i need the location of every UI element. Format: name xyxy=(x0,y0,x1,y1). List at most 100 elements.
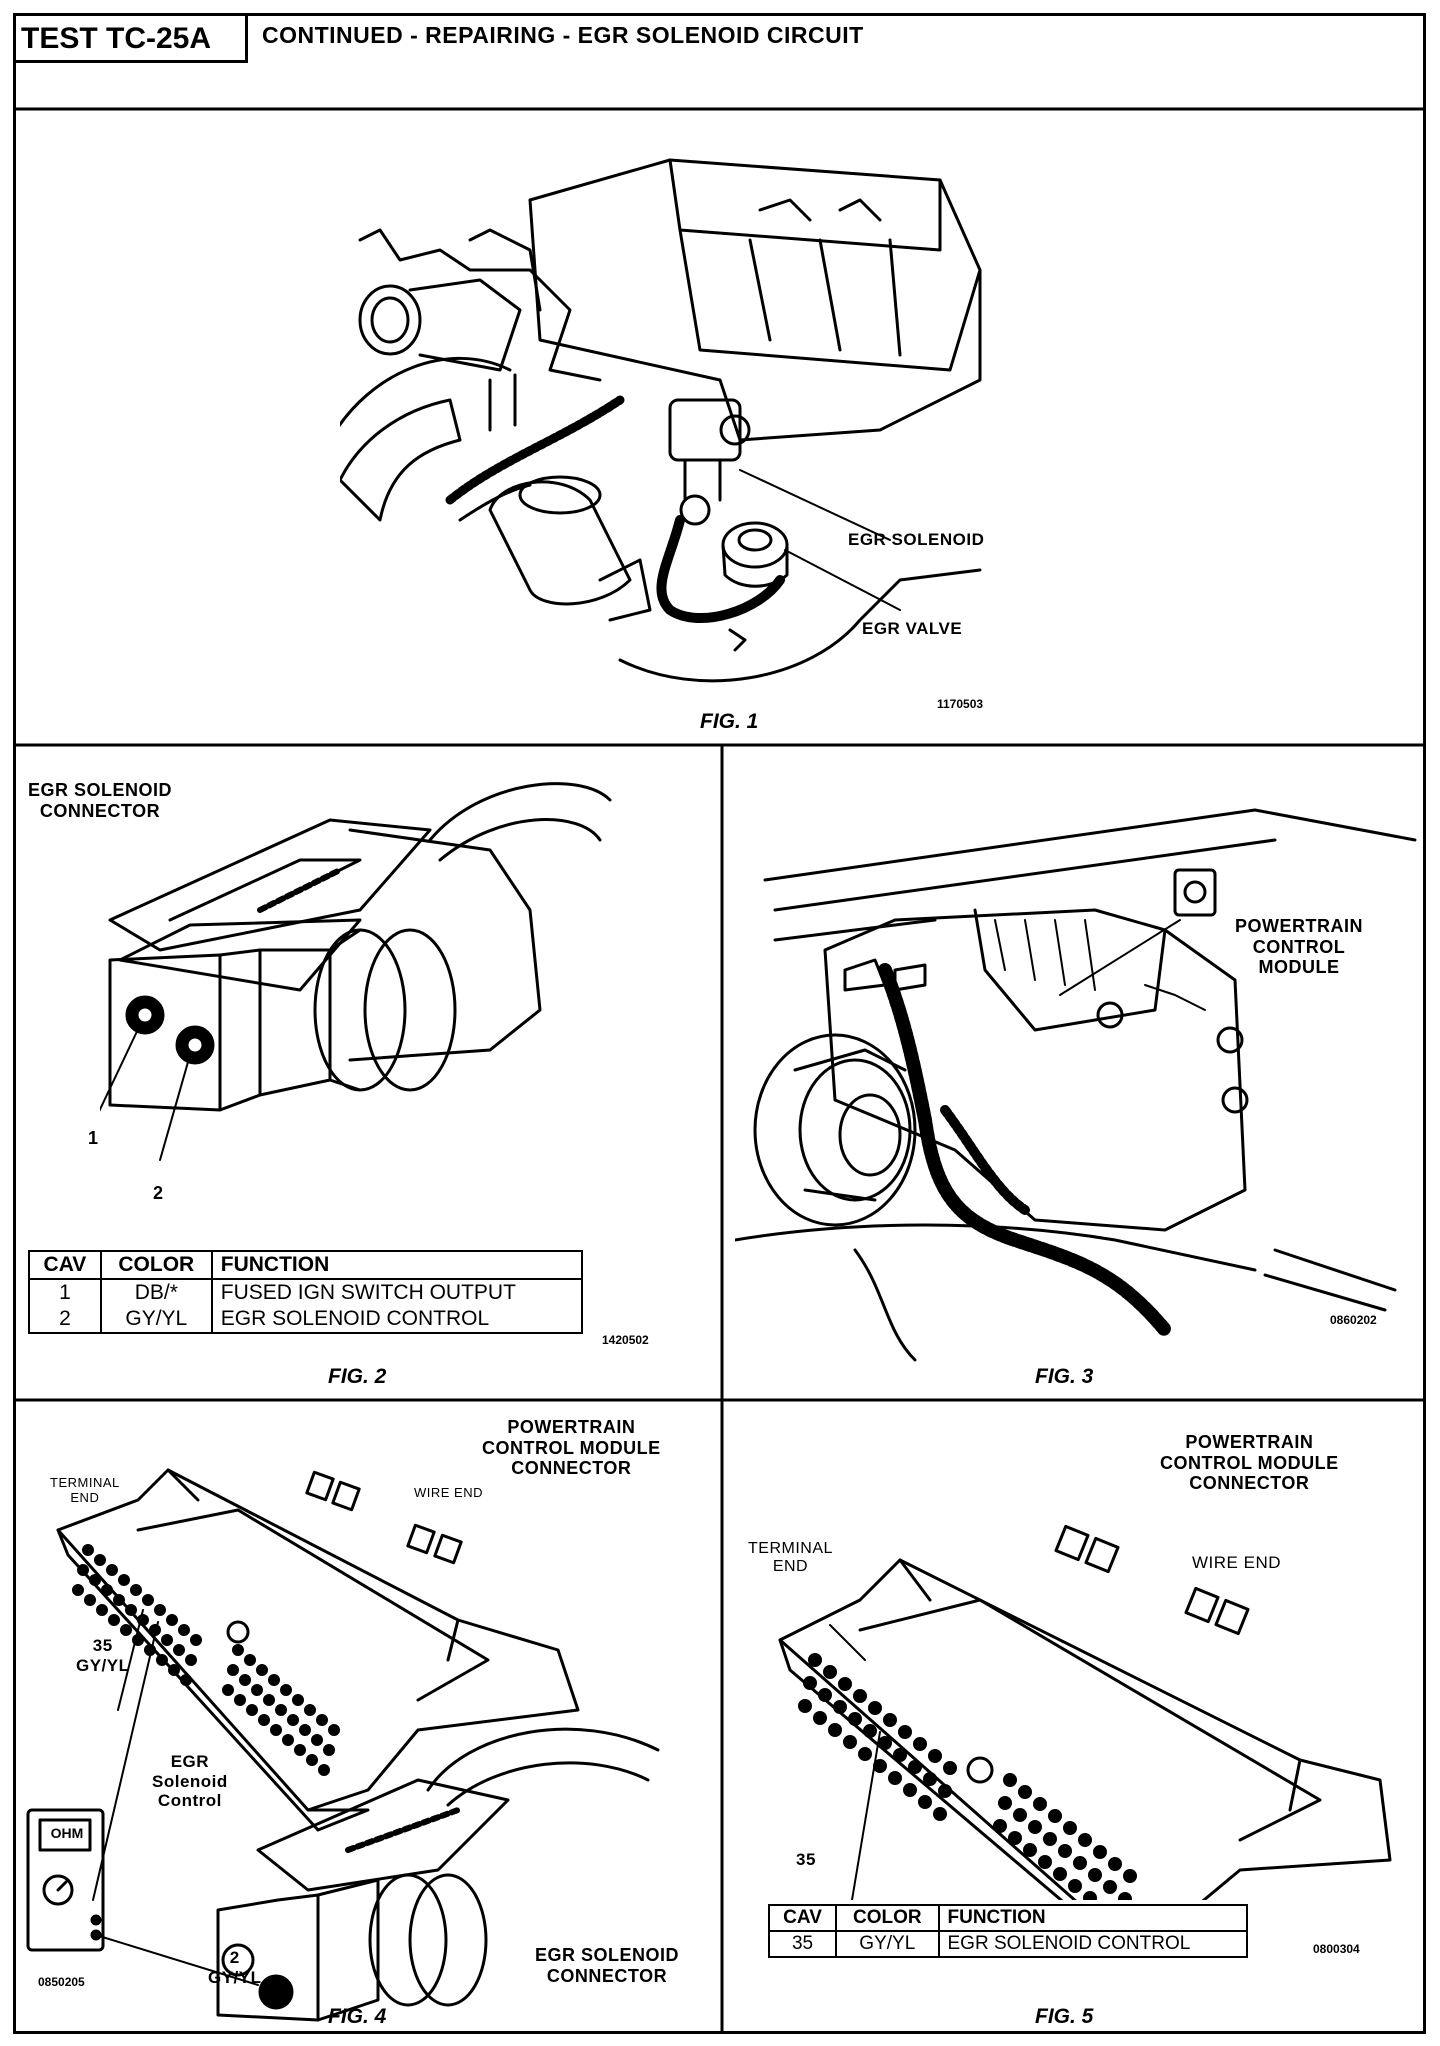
pcm-illustration xyxy=(735,808,1417,1362)
egr-pin2 xyxy=(258,1974,294,2010)
egr-connector-illustration xyxy=(100,782,612,1161)
table-row: 2 GY/YL EGR SOLENOID CONTROL xyxy=(28,1306,584,1334)
pcm-connector-face xyxy=(838,1093,902,1177)
table-row: 35 GY/YL EGR SOLENOID CONTROL xyxy=(767,1930,1248,1958)
engine-illustration xyxy=(340,158,982,683)
fig5-pcm-line1: POWERTRAIN xyxy=(1185,1432,1314,1452)
pcm-label: POWERTRAIN CONTROL MODULE xyxy=(1235,916,1363,978)
fig5-pcm-label: POWERTRAIN CONTROL MODULE CONNECTOR xyxy=(1160,1432,1339,1494)
air-duct xyxy=(340,398,462,522)
header-cav: CAV xyxy=(767,1904,838,1932)
pin2-label: 2 xyxy=(153,1183,164,1203)
fig4-caption: FIG. 4 xyxy=(328,2005,387,2028)
fig5-terminal-line2: END xyxy=(772,1558,809,1576)
pcm-label-line2: CONTROL xyxy=(1252,936,1346,957)
fig1-caption: FIG. 1 xyxy=(700,710,759,733)
fig2-ref: 1420502 xyxy=(602,1333,649,1347)
fig4-pcm-line3: CONNECTOR xyxy=(511,1458,632,1479)
fig5-pcm-line2: CONTROL MODULE xyxy=(1160,1452,1339,1473)
header-color: COLOR xyxy=(835,1904,940,1932)
cell-function: EGR SOLENOID CONTROL xyxy=(937,1930,1248,1958)
ohm-meter xyxy=(26,1808,105,1952)
fig2-title-line2: CONNECTOR xyxy=(39,800,161,821)
fig5-pin35: 35 xyxy=(796,1850,816,1869)
cell-color: GY/YL xyxy=(835,1930,940,1958)
fig3-caption: FIG. 3 xyxy=(1035,1365,1094,1388)
header-color: COLOR xyxy=(99,1250,213,1280)
pcm-wire-harness xyxy=(878,963,1172,1337)
fig5-pcm-line3: CONNECTOR xyxy=(1189,1473,1310,1494)
fig5-ref: 0800304 xyxy=(1313,1942,1360,1956)
fig4-egr-ctrl-line1: EGR xyxy=(170,1752,210,1771)
connector-latch xyxy=(108,818,432,952)
page-title: CONTINUED - REPAIRING - EGR SOLENOID CIR… xyxy=(262,22,864,48)
egr-solenoid-label: EGR SOLENOID xyxy=(848,530,985,549)
egr-solenoid xyxy=(668,398,742,462)
header-function: FUNCTION xyxy=(937,1904,1248,1932)
test-lead-egr xyxy=(95,1934,259,1986)
page-border xyxy=(13,13,1426,2034)
fig4-ref: 0850205 xyxy=(38,1975,85,1989)
pcm-label-line1: POWERTRAIN xyxy=(1235,916,1363,936)
table-row: 1 DB/* FUSED IGN SWITCH OUTPUT xyxy=(28,1278,584,1306)
pcm-connector xyxy=(56,1468,580,1812)
fig4-illustration xyxy=(26,1468,660,2022)
fig4-egr-connector: EGR SOLENOID CONNECTOR xyxy=(535,1945,679,1986)
fig4-wire-end: WIRE END xyxy=(414,1485,483,1500)
cell-color: DB/* xyxy=(99,1278,213,1306)
wiring-harness xyxy=(445,395,625,505)
cell-function: FUSED IGN SWITCH OUTPUT xyxy=(210,1278,584,1306)
throttle-body xyxy=(358,284,422,356)
fig5-caption: FIG. 5 xyxy=(1035,2005,1094,2028)
fig4-egr-ctrl-line3: Control xyxy=(157,1791,222,1811)
fig4-conn-line1: EGR SOLENOID xyxy=(535,1945,680,1965)
fig4-terminal-line1: TERMINAL xyxy=(50,1475,120,1490)
fig5-terminal-line1: TERMINAL xyxy=(748,1540,833,1557)
egr-connector xyxy=(256,1778,510,1892)
pcm-label-line3: MODULE xyxy=(1258,957,1340,978)
fig5-illustration xyxy=(778,1524,1392,1900)
fig4-pin2-color: GY/YL xyxy=(208,1967,262,1987)
egr-tube xyxy=(656,515,785,623)
pcm-housing xyxy=(823,908,1247,1232)
fig4-pin35: 35 GY/YL xyxy=(76,1636,130,1675)
cell-function: EGR SOLENOID CONTROL xyxy=(210,1306,584,1334)
fig1-ref: 1170503 xyxy=(937,697,984,711)
fig5-terminal-end: TERMINAL END xyxy=(748,1540,833,1577)
cell-cav: 1 xyxy=(28,1278,102,1306)
fig5-pcm-connector xyxy=(778,1558,1392,1900)
fig3-ref: 0860202 xyxy=(1330,1313,1377,1327)
header-cav: CAV xyxy=(28,1250,102,1280)
fig4-pcm-label: POWERTRAIN CONTROL MODULE CONNECTOR xyxy=(482,1417,661,1479)
pin1-label: 1 xyxy=(88,1128,99,1148)
cell-cav: 35 xyxy=(767,1930,838,1958)
fig2-pin-table: CAV COLOR FUNCTION 1 DB/* FUSED IGN SWIT… xyxy=(28,1250,584,1334)
fig4-pcm-line2: CONTROL MODULE xyxy=(482,1437,661,1458)
intake-plenum xyxy=(528,158,982,442)
test-id: TEST TC-25A xyxy=(21,22,212,55)
fig5-wire-end: WIRE END xyxy=(1192,1553,1281,1572)
table-header-row: CAV COLOR FUNCTION xyxy=(767,1904,1248,1932)
fig4-egr-control: EGR Solenoid Control xyxy=(152,1752,228,1811)
fig5-pcm-pins xyxy=(798,1653,1137,1900)
fig4-pcm-line1: POWERTRAIN xyxy=(507,1417,636,1437)
fig4-conn-line2: CONNECTOR xyxy=(546,1965,668,1986)
connector-wires xyxy=(428,782,612,862)
fig4-pin35-color: GY/YL xyxy=(76,1655,130,1675)
test-id-box: TEST TC-25A xyxy=(13,13,248,63)
fig4-terminal-line2: END xyxy=(70,1489,100,1505)
meter-display: OHM xyxy=(50,1825,84,1841)
cell-color: GY/YL xyxy=(99,1306,213,1334)
fig4-terminal-end: TERMINAL END xyxy=(50,1475,120,1506)
cell-cav: 2 xyxy=(28,1306,102,1334)
fig4-egr-ctrl-line2: Solenoid xyxy=(152,1771,228,1791)
header-function: FUNCTION xyxy=(210,1250,584,1280)
pcm-pins xyxy=(72,1544,340,1776)
fig4-pin2-num: 2 xyxy=(229,1948,240,1967)
fig2-title-line1: EGR SOLENOID xyxy=(28,780,173,800)
fig2-caption: FIG. 2 xyxy=(328,1365,387,1388)
fig2-title: EGR SOLENOID CONNECTOR xyxy=(28,780,172,821)
fig4-pin2: 2 GY/YL xyxy=(208,1948,262,1987)
fig4-pin35-num: 35 xyxy=(92,1636,113,1655)
